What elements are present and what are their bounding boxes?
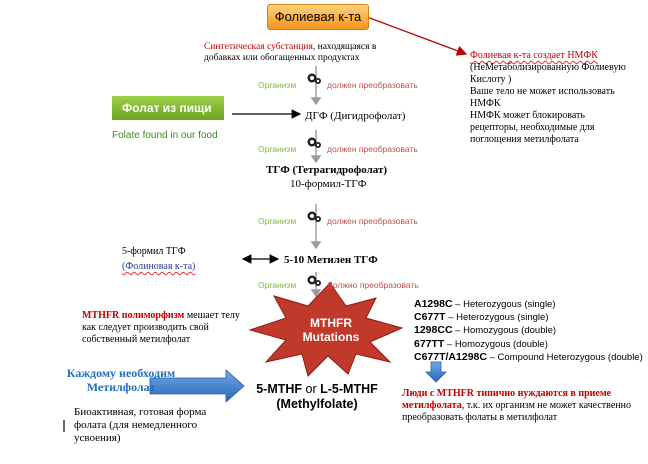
methyl-c: (Methylfolate) bbox=[276, 397, 358, 411]
methylene-label: 5-10 Метилен ТГФ bbox=[284, 254, 378, 266]
mthfr-poly-rest: мешает телу как следует производить свой… bbox=[82, 310, 240, 345]
methylfolate-label: 5-MTHF or L-5-MTHF (Methylfolate) bbox=[242, 382, 392, 412]
note-line1: (НеМетаболизированную Фолиевую Кислоту ) bbox=[470, 62, 626, 85]
food-folate-box: Фолат из пищи bbox=[112, 96, 224, 120]
step2-convert: должен преобразовать bbox=[327, 144, 418, 154]
dhf-label: ДГФ (Дигидрофолат) bbox=[305, 110, 406, 122]
mthfr-starburst bbox=[248, 282, 404, 377]
people-rest: , т.к. их организм не может качественно … bbox=[402, 400, 631, 423]
methyl-a: 5-MTHF bbox=[256, 382, 303, 396]
food-folate-subtitle: Folate found in our food bbox=[112, 130, 218, 141]
note-title: Фолиевая к-та создает НМФК bbox=[470, 50, 598, 61]
unmetabolized-note: Фолиевая к-та создает НМФК (НеМетаболизи… bbox=[470, 50, 630, 146]
mthfr-poly-label: MTHFR полиморфизм bbox=[82, 310, 185, 321]
mthfr-polymorphism-text: MTHFR полиморфизм мешает телу как следуе… bbox=[82, 310, 252, 346]
synthetic-description: Синтетическая субстанция, находящаяся в … bbox=[204, 42, 414, 64]
step4-organism: Организм bbox=[258, 280, 297, 290]
step3-convert: должен преобразовать bbox=[327, 216, 418, 226]
mutation-item: 1298CC – Homozygous (double) bbox=[414, 324, 557, 337]
gear-icons bbox=[307, 73, 321, 286]
step2-organism: Организм bbox=[258, 144, 297, 154]
step3-organism: Организм bbox=[258, 216, 297, 226]
blue-block-arrow bbox=[149, 369, 245, 403]
mutation-item: C677T – Heterozygous (single) bbox=[414, 311, 549, 324]
mutation-list: A1298C – Heterozygous (single) C677T – H… bbox=[414, 298, 643, 364]
burst-line2: Mutations bbox=[302, 330, 360, 344]
methyl-b: L-5-MTHF bbox=[320, 382, 378, 396]
step4-convert: Должно преобразовать bbox=[327, 280, 419, 290]
synthetic-label: Синтетическая субстанция bbox=[204, 42, 313, 52]
burst-line1: MTHFR bbox=[310, 316, 352, 330]
people-label: Люди с MTHFR типично нуждаются в приеме … bbox=[402, 388, 612, 411]
mutation-item: 677TT – Homozygous (double) bbox=[414, 337, 548, 350]
bioactive-text: Биоактивная, готовая форма фолата (для н… bbox=[74, 406, 207, 444]
step1-convert: должен преобразовать bbox=[327, 80, 418, 90]
people-mthfr-text: Люди с MTHFR типично нуждаются в приеме … bbox=[402, 388, 642, 424]
formyl10-label: 10-формил-ТГФ bbox=[290, 178, 367, 190]
mutation-item: C677T/A1298C – Compound Heterozygous (do… bbox=[414, 350, 643, 363]
formyl5-label: 5-формил ТГФ bbox=[122, 246, 186, 257]
methyl-or: or bbox=[302, 382, 321, 396]
synthetic-rest: , находящаяся в добавках или обогащенных… bbox=[204, 42, 377, 63]
red-arrow bbox=[366, 16, 468, 56]
mutation-item: A1298C – Heterozygous (single) bbox=[414, 298, 556, 310]
burst-text: MTHFR Mutations bbox=[286, 316, 376, 344]
folinic-label: (Фолиновая к-та) bbox=[122, 261, 196, 272]
step1-organism: Организм bbox=[258, 80, 297, 90]
note-line3: НМФК может блокировать рецепторы, необхо… bbox=[470, 110, 595, 145]
blue-down-arrow bbox=[425, 361, 447, 383]
everyone-needs-text: Каждому необходим Метилфолат bbox=[66, 366, 176, 394]
thf-label: ТГФ (Тетрагидрофолат) bbox=[266, 164, 388, 176]
folic-acid-box: Фолиевая к-та bbox=[267, 4, 369, 30]
note-line2: Ваше тело не может использовать НМФК bbox=[470, 86, 615, 109]
